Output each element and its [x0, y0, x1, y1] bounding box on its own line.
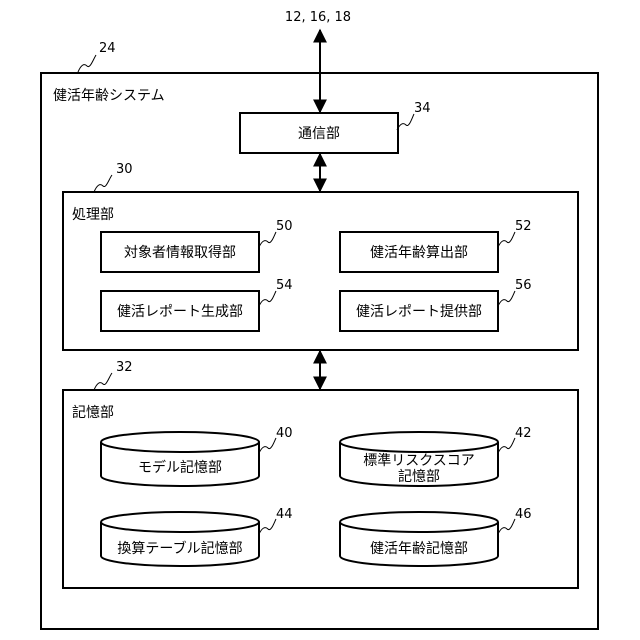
model-storage-cylinder	[101, 432, 259, 486]
unit-54-ref: 54	[276, 278, 293, 293]
unit-40-ref: 40	[276, 426, 293, 441]
standard-risk-score-storage-label-2: 記憶部	[398, 468, 440, 485]
external-devices-ref: 12, 16, 18	[285, 10, 351, 25]
unit-54-ref-leader	[259, 291, 276, 306]
comm-label: 通信部	[298, 126, 340, 142]
unit-52-ref: 52	[515, 219, 532, 234]
unit-56-ref-leader	[498, 291, 515, 306]
health-report-provision-label: 健活レポート提供部	[356, 304, 482, 320]
standard-risk-score-storage-label-1: 標準リスクスコア	[363, 453, 475, 469]
processing-title: 処理部	[72, 207, 114, 223]
unit-44-ref-leader	[259, 519, 276, 534]
health-report-generation-label: 健活レポート生成部	[117, 304, 243, 320]
system-ref-leader	[78, 55, 96, 72]
model-storage-label: モデル記憶部	[138, 459, 222, 476]
comm-ref: 34	[414, 101, 431, 116]
health-age-storage-label: 健活年齢記憶部	[370, 540, 468, 557]
unit-42-ref: 42	[515, 426, 532, 441]
conversion-table-storage-label: 換算テーブル記憶部	[117, 540, 242, 557]
storage-ref-leader	[94, 373, 112, 390]
unit-56-ref: 56	[515, 278, 532, 293]
unit-50-ref: 50	[276, 219, 293, 234]
processing-ref: 30	[116, 162, 133, 177]
health-age-storage-cylinder	[340, 512, 498, 566]
comm-ref-leader	[397, 114, 414, 130]
conversion-table-storage-cylinder	[101, 512, 259, 566]
system-ref: 24	[99, 41, 116, 56]
storage-title: 記憶部	[72, 404, 114, 421]
storage-ref: 32	[116, 360, 133, 375]
unit-52-ref-leader	[498, 232, 515, 247]
unit-46-ref: 46	[515, 507, 532, 522]
unit-40-ref-leader	[259, 438, 276, 453]
system-title: 健活年齢システム	[53, 88, 165, 104]
subject-info-acquisition-label: 対象者情報取得部	[124, 244, 236, 261]
unit-46-ref-leader	[498, 519, 515, 534]
unit-42-ref-leader	[498, 438, 515, 453]
unit-50-ref-leader	[259, 232, 276, 247]
processing-ref-leader	[94, 175, 112, 192]
unit-44-ref: 44	[276, 507, 293, 522]
health-age-calculation-label: 健活年齢算出部	[370, 245, 468, 261]
